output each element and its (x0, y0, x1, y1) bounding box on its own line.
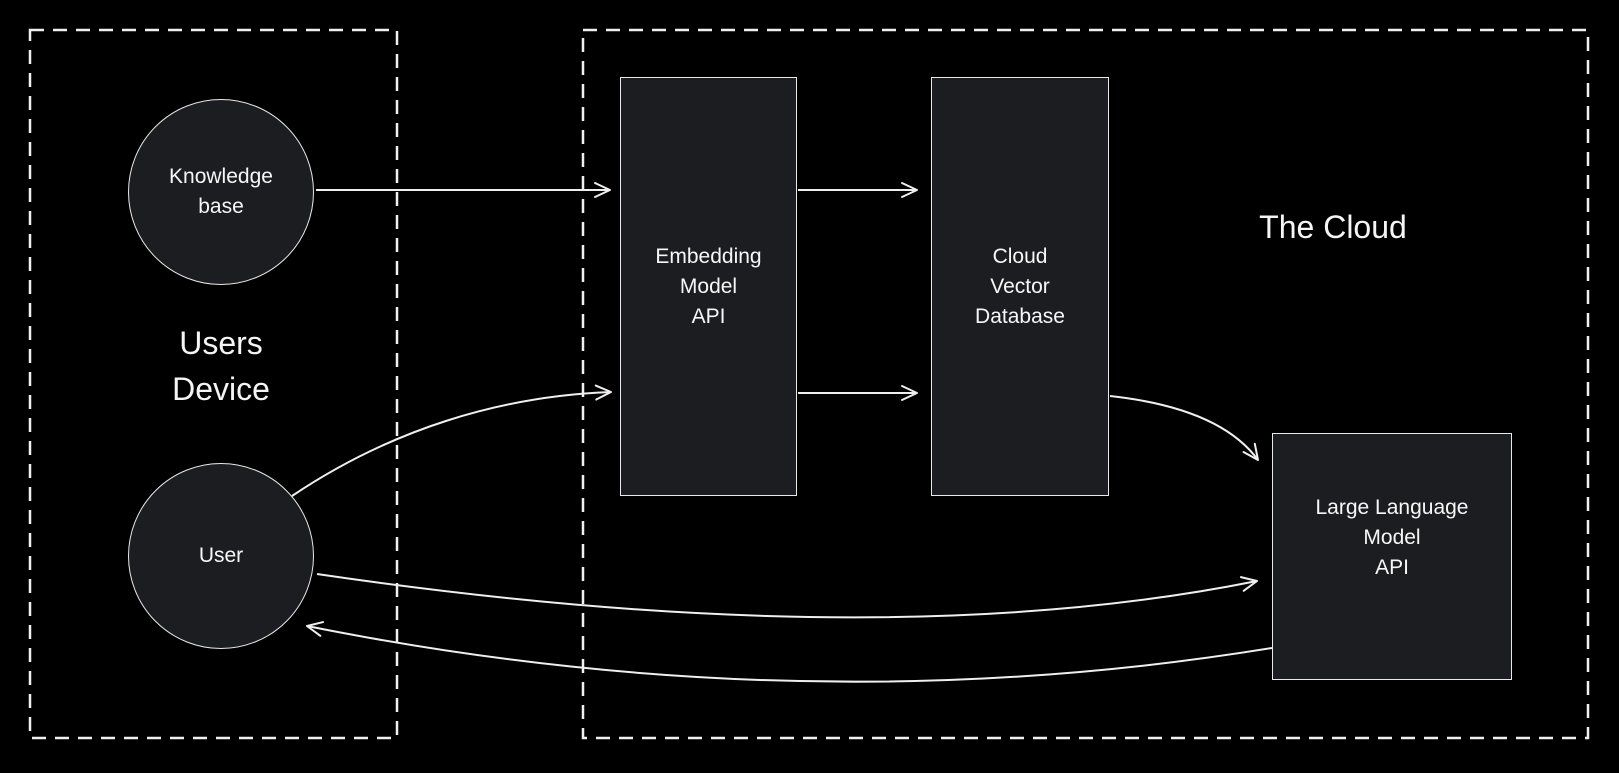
vector-db-label-line2: Vector (990, 274, 1050, 298)
embedding-label-line2: Model (679, 274, 738, 298)
vector-db-label-line3: Database (975, 304, 1065, 328)
cloud-vector-database-node: Cloud Vector Database (931, 77, 1109, 496)
users-device-label-line1: Users (179, 325, 263, 361)
embedding-label-line3: API (691, 304, 726, 328)
llm-label-line3: API (1375, 555, 1409, 579)
arrow-vector-db-to-llm (1109, 395, 1259, 461)
the-cloud-label: The Cloud (1259, 209, 1407, 245)
arrow-user-to-llm (316, 573, 1258, 619)
vector-db-label-line1: Cloud (992, 244, 1048, 268)
user-node: User (128, 463, 314, 649)
knowledge-base-label-line1: Knowledge (169, 165, 273, 188)
knowledge-base-node: Knowledge base (128, 99, 314, 285)
llm-label-line2: Model (1363, 525, 1421, 549)
arrow-llm-to-user (306, 621, 1273, 683)
users-device-label-line2: Device (172, 371, 270, 407)
large-language-model-api-node: Large Language Model API (1272, 433, 1512, 680)
embedding-model-api-node: Embedding Model API (620, 77, 797, 496)
llm-label-line1: Large Language (1315, 495, 1469, 519)
users-device-label: Users Device (71, 320, 371, 412)
user-label: User (198, 544, 244, 567)
knowledge-base-label-line2: base (198, 195, 244, 218)
embedding-label-line1: Embedding (655, 244, 762, 268)
